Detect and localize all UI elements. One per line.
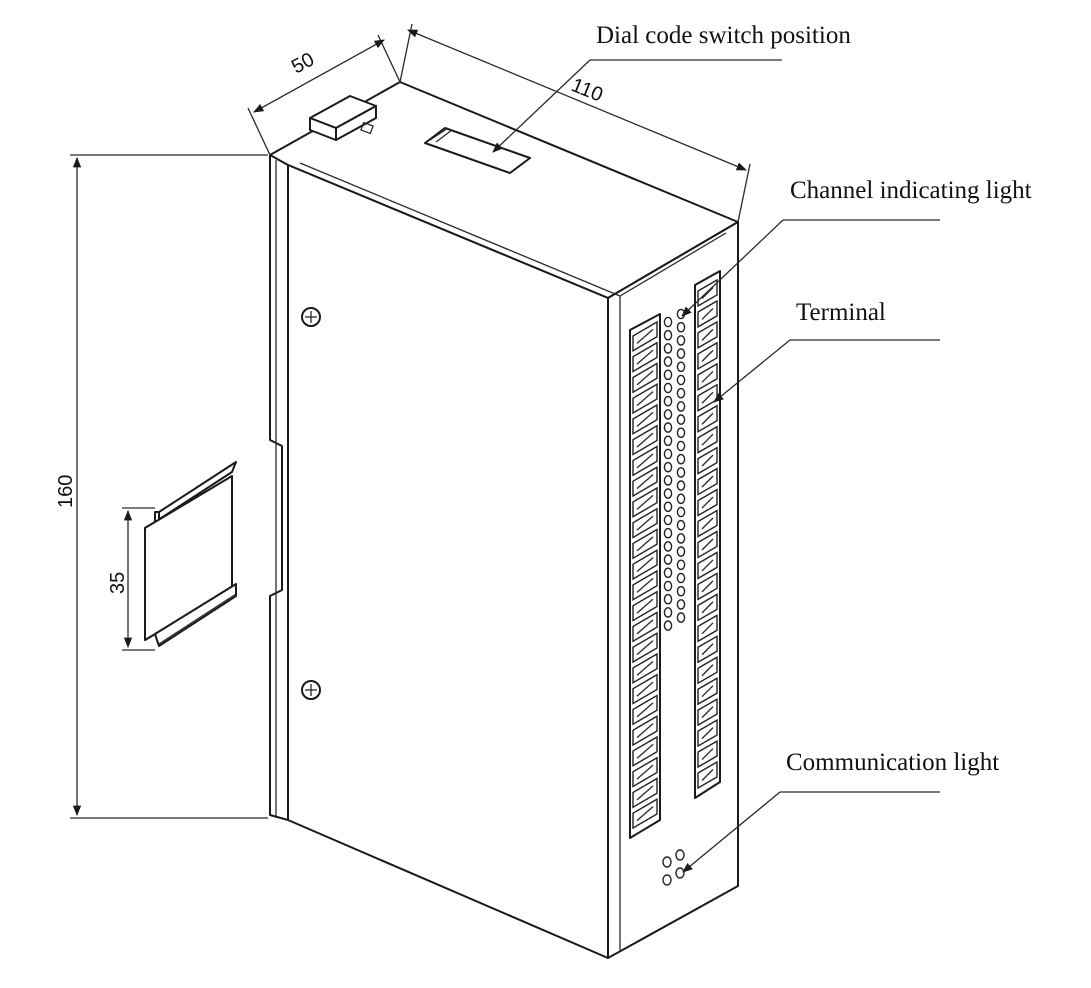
callout-terminal: Terminal	[713, 299, 940, 403]
channel-led-icon	[663, 607, 673, 618]
screw-top-icon	[301, 307, 321, 327]
dimension-width-label: 50	[288, 49, 318, 79]
channel-led-icon	[663, 514, 673, 526]
channel-led-icon	[663, 554, 673, 565]
channel-led-icon	[676, 585, 686, 597]
callout-channel-light: Channel indicating light	[681, 177, 1032, 317]
channel-led-icon	[663, 435, 673, 447]
channel-led-icon	[663, 369, 673, 381]
channel-led-icon	[676, 387, 686, 399]
dimension-rail: 35	[107, 507, 155, 651]
channel-led-icon	[676, 467, 686, 478]
channel-led-icon	[663, 567, 673, 579]
screw-bottom-icon	[301, 680, 321, 700]
dimension-height-label: 160	[55, 475, 77, 508]
channel-led-icon	[676, 480, 686, 491]
channel-led-icon	[663, 580, 673, 592]
channel-led-icon	[663, 541, 673, 552]
channel-led-icon	[676, 414, 686, 425]
channel-led-icon	[676, 533, 686, 544]
channel-led-icon	[676, 335, 686, 346]
channel-led-icon	[663, 409, 673, 420]
channel-led-icon	[663, 382, 673, 394]
dimension-depth-label: 110	[568, 74, 606, 106]
callout-communication-light-label: Communication light	[786, 749, 999, 776]
channel-led-icon	[663, 329, 673, 341]
channel-led-icon	[676, 361, 686, 373]
channel-led-icon	[676, 519, 686, 531]
din-rail	[144, 461, 237, 647]
terminal-strip-right	[694, 270, 721, 799]
channel-led-icon	[676, 493, 686, 505]
channel-led-icon	[663, 422, 673, 433]
channel-led-icon	[676, 348, 686, 359]
channel-led-icon	[676, 546, 686, 557]
callout-channel-light-label: Channel indicating light	[790, 177, 1032, 204]
channel-led-icon	[663, 501, 673, 513]
channel-led-icon	[663, 475, 673, 486]
channel-led-icon	[663, 448, 673, 460]
channel-led-icon	[663, 356, 673, 367]
channel-led-icon	[676, 401, 686, 412]
channel-led-icon	[676, 453, 686, 465]
channel-led-icon	[663, 620, 673, 631]
channel-led-icon	[676, 612, 686, 623]
callout-dial-switch-label: Dial code switch position	[596, 22, 851, 49]
terminal-strip-left	[629, 313, 661, 839]
dimension-rail-label: 35	[107, 572, 129, 594]
callout-terminal-label: Terminal	[796, 299, 886, 326]
channel-led-icon	[676, 374, 686, 386]
channel-led-icon	[663, 527, 673, 539]
communication-leds	[662, 849, 685, 886]
channel-led-icon	[663, 343, 673, 354]
channel-led-icon	[663, 488, 673, 499]
channel-led-icon	[676, 599, 686, 610]
channel-led-icon	[663, 593, 673, 605]
channel-led-icon	[676, 440, 686, 452]
channel-led-icon	[676, 321, 686, 333]
channel-led-icon	[676, 506, 686, 518]
callout-dial-switch: Dial code switch position	[492, 22, 851, 153]
channel-led-icon	[676, 427, 686, 439]
channel-led-icon	[663, 395, 673, 407]
dimension-height: 160	[55, 154, 268, 819]
channel-led-icon	[663, 461, 673, 473]
callout-communication-light: Communication light	[682, 749, 999, 873]
channel-led-icon	[676, 572, 686, 584]
channel-led-column	[663, 308, 686, 631]
channel-led-icon	[676, 559, 686, 571]
channel-led-icon	[663, 316, 673, 328]
